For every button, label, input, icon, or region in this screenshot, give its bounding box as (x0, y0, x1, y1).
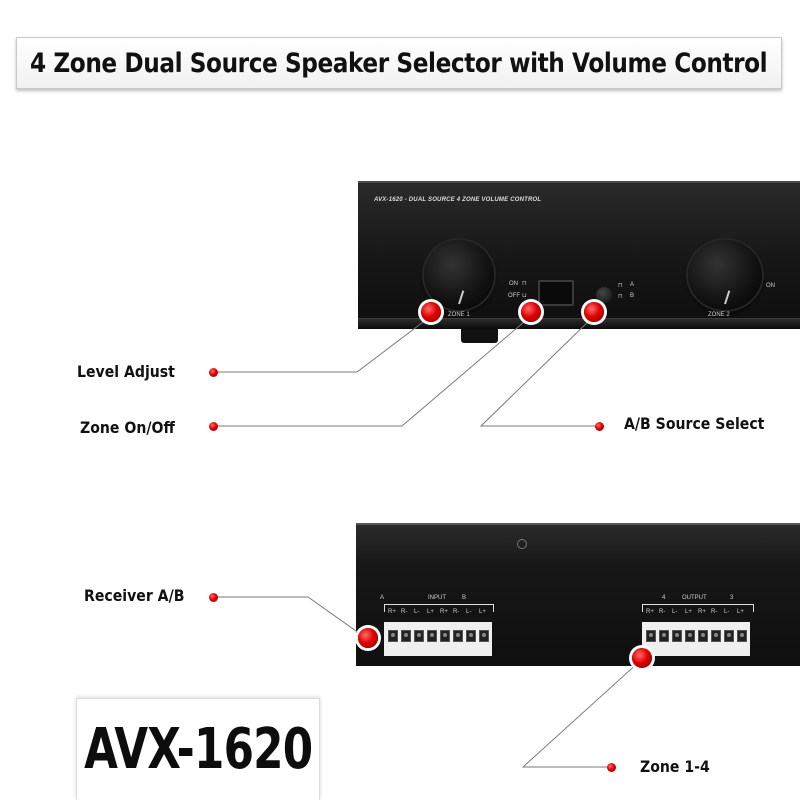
label-dot-zone-1-4 (607, 763, 616, 772)
input-group-label: INPUT (428, 595, 446, 601)
terminal-label: L+ (427, 609, 434, 615)
output-group-label: OUTPUT (682, 595, 707, 601)
label-zone-onoff: Zone On/Off (80, 418, 175, 437)
input-terminal-block (384, 622, 492, 656)
zone-onoff-switch (538, 280, 574, 306)
terminal-label: L+ (685, 609, 692, 615)
source-b-symbol-icon: ⊓ (618, 294, 623, 300)
on-symbol-icon: ⊓ (522, 281, 527, 287)
leader-zone-1-4 (521, 660, 641, 768)
off-symbol-icon: ⊔ (522, 293, 527, 299)
label-dot-ab-source (595, 422, 604, 431)
zone2-volume-knob (688, 240, 762, 310)
terminal-label: L- (466, 609, 472, 615)
device-foot (461, 329, 498, 343)
label-receiver-ab: Receiver A/B (84, 586, 185, 605)
model-badge: AVX-1620 (76, 698, 320, 800)
terminal-label: L+ (479, 609, 486, 615)
source-a-label: A (630, 282, 635, 288)
terminal-label: R- (401, 609, 408, 615)
terminal-label: L- (672, 609, 678, 615)
terminal-label: L- (724, 609, 730, 615)
terminal-label: L+ (737, 609, 744, 615)
label-dot-receiver-ab (209, 593, 218, 602)
zone2-label: ZONE 2 (708, 312, 730, 318)
terminal-label: R- (711, 609, 718, 615)
on-label: ON (509, 281, 518, 287)
terminal-label: R+ (698, 609, 706, 615)
callout-dot-level-adjust (421, 302, 441, 322)
output-3-label: 3 (730, 595, 734, 601)
terminal-label: R+ (440, 609, 448, 615)
zone1-label: ZONE 1 (448, 312, 470, 318)
terminal-label: L- (414, 609, 420, 615)
terminal-label: R- (659, 609, 666, 615)
front-model-line: AVX-1620 - DUAL SOURCE 4 ZONE VOLUME CON… (374, 197, 542, 203)
output-4-label: 4 (662, 595, 666, 601)
output-bracket (642, 604, 754, 612)
callout-dot-ab-source (584, 302, 604, 322)
label-zone-1-4: Zone 1-4 (640, 757, 710, 776)
input-a-label: A (380, 595, 385, 601)
ab-source-button (596, 287, 612, 303)
input-bracket (384, 604, 494, 612)
source-b-label: B (630, 293, 635, 299)
terminal-label: R+ (646, 609, 654, 615)
label-ab-source-select: A/B Source Select (624, 414, 765, 433)
input-b-label: B (462, 595, 467, 601)
page-title: 4 Zone Dual Source Speaker Selector with… (30, 47, 768, 79)
ground-screw-icon (517, 539, 527, 549)
model-badge-text: AVX-1620 (83, 717, 313, 782)
output-terminal-block (642, 622, 750, 656)
label-dot-level-adjust (209, 368, 218, 377)
terminal-label: R- (453, 609, 460, 615)
label-dot-zone-onoff (209, 422, 218, 431)
rear-panel-image: A INPUT B R+ R- L- L+ R+ R- L- L+ 4 OUTPUT 3 R+… (356, 523, 800, 666)
callout-dot-zone-onoff (521, 302, 541, 322)
callout-dot-receiver-ab (358, 628, 378, 648)
source-a-symbol-icon: ⊓ (618, 283, 623, 289)
callout-dot-zone-1-4 (632, 648, 652, 668)
zone2-on-label: ON (766, 283, 775, 289)
label-level-adjust: Level Adjust (77, 362, 175, 381)
zone1-volume-knob (424, 240, 494, 310)
leader-receiver-ab (218, 596, 367, 639)
leader-ab-source (479, 315, 598, 427)
terminal-label: R+ (388, 609, 396, 615)
title-banner: 4 Zone Dual Source Speaker Selector with… (16, 37, 782, 89)
off-label: OFF (508, 293, 520, 299)
